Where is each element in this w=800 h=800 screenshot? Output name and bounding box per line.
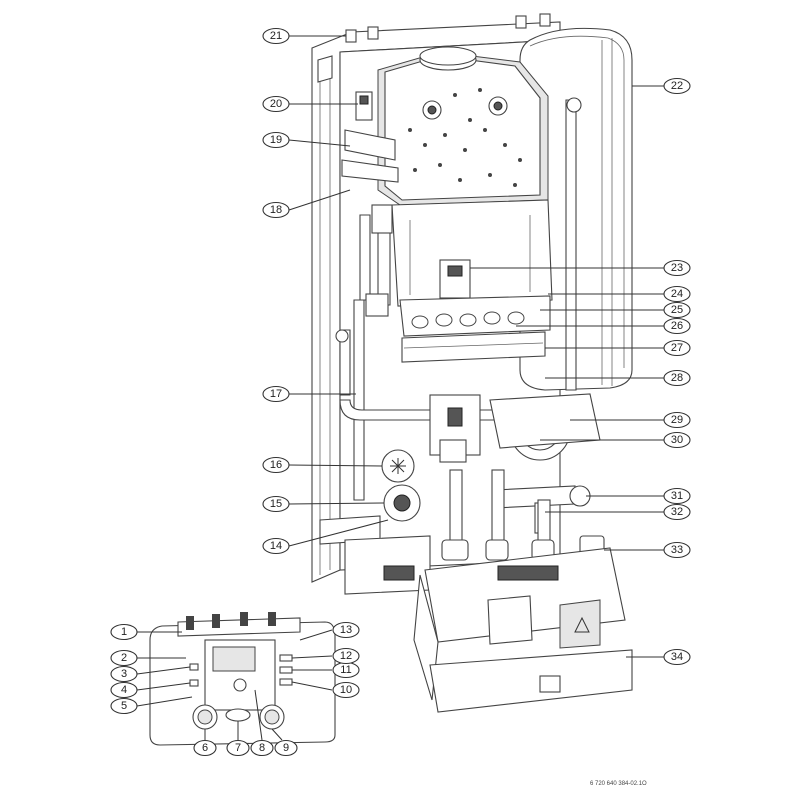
gas-manifold (401, 331, 546, 363)
callout-18: 18 (262, 201, 290, 219)
callout-13: 13 (332, 621, 360, 639)
svg-text:28: 28 (671, 372, 683, 384)
svg-text:18: 18 (270, 204, 282, 216)
callout-16: 16 (262, 456, 290, 474)
svg-text:31: 31 (671, 490, 683, 502)
leader-lines (136, 35, 664, 741)
callout-30: 30 (663, 431, 691, 449)
callout-26: 26 (663, 317, 691, 335)
svg-text:27: 27 (671, 342, 683, 354)
svg-text:8: 8 (259, 742, 265, 754)
callout-33: 33 (663, 541, 691, 559)
svg-text:6: 6 (202, 742, 208, 754)
callout-24: 24 (663, 285, 691, 303)
callout-12: 12 (332, 647, 360, 665)
callout-29: 29 (663, 411, 691, 429)
svg-text:13: 13 (340, 624, 352, 636)
callout-7: 7 (226, 739, 250, 757)
callout-2: 2 (110, 649, 138, 667)
svg-text:34: 34 (671, 651, 683, 663)
svg-text:17: 17 (270, 388, 282, 400)
callout-22: 22 (663, 77, 691, 95)
svg-text:5: 5 (121, 700, 127, 712)
filter (383, 484, 421, 522)
svg-text:20: 20 (270, 98, 282, 110)
burner-block (391, 199, 553, 337)
callout-15: 15 (262, 495, 290, 513)
callout-17: 17 (262, 385, 290, 403)
control-box (413, 547, 633, 713)
callout-11: 11 (332, 661, 360, 679)
callout-4: 4 (110, 681, 138, 699)
svg-text:29: 29 (671, 414, 683, 426)
svg-text:7: 7 (235, 742, 241, 754)
callout-14: 14 (262, 537, 290, 555)
callout-32: 32 (663, 503, 691, 521)
control-panel (149, 612, 336, 746)
flue-plate (341, 129, 399, 183)
callout-23: 23 (663, 259, 691, 277)
callout-1: 1 (110, 623, 138, 641)
callout-28: 28 (663, 369, 691, 387)
svg-text:1: 1 (121, 626, 127, 638)
callout-34: 34 (663, 648, 691, 666)
svg-text:23: 23 (671, 262, 683, 274)
svg-text:10: 10 (340, 684, 352, 696)
svg-text:14: 14 (270, 540, 282, 552)
svg-text:33: 33 (671, 544, 683, 556)
callout-25: 25 (663, 301, 691, 319)
callout-10: 10 (332, 681, 360, 699)
diverter-valve (381, 449, 415, 483)
svg-text:15: 15 (270, 498, 282, 510)
drawing-code: 6 720 640 384-02.1O (590, 781, 647, 787)
svg-text:24: 24 (671, 288, 683, 300)
heat-exchanger (377, 46, 549, 206)
callout-31: 31 (663, 487, 691, 505)
callout-3: 3 (110, 665, 138, 683)
svg-text:32: 32 (671, 506, 683, 518)
svg-text:25: 25 (671, 304, 683, 316)
callout-27: 27 (663, 339, 691, 357)
callout-5: 5 (110, 697, 138, 715)
svg-text:19: 19 (270, 134, 282, 146)
callout-9: 9 (274, 739, 298, 757)
svg-text:16: 16 (270, 459, 282, 471)
svg-text:4: 4 (121, 684, 127, 696)
overheat-sensor (355, 91, 373, 121)
callout-8: 8 (250, 739, 274, 757)
callout-21: 21 (262, 27, 290, 45)
callout-20: 20 (262, 95, 290, 113)
svg-text:3: 3 (121, 668, 127, 680)
callouts: 21 20 19 18 17 16 15 14 22 23 24 25 26 2… (110, 27, 691, 757)
callout-6: 6 (193, 739, 217, 757)
svg-text:9: 9 (283, 742, 289, 754)
callout-19: 19 (262, 131, 290, 149)
svg-text:30: 30 (671, 434, 683, 446)
svg-text:22: 22 (671, 80, 683, 92)
svg-text:12: 12 (340, 650, 352, 662)
svg-text:11: 11 (340, 664, 351, 676)
svg-text:21: 21 (270, 30, 282, 42)
svg-text:26: 26 (671, 320, 683, 332)
svg-text:2: 2 (121, 652, 127, 664)
